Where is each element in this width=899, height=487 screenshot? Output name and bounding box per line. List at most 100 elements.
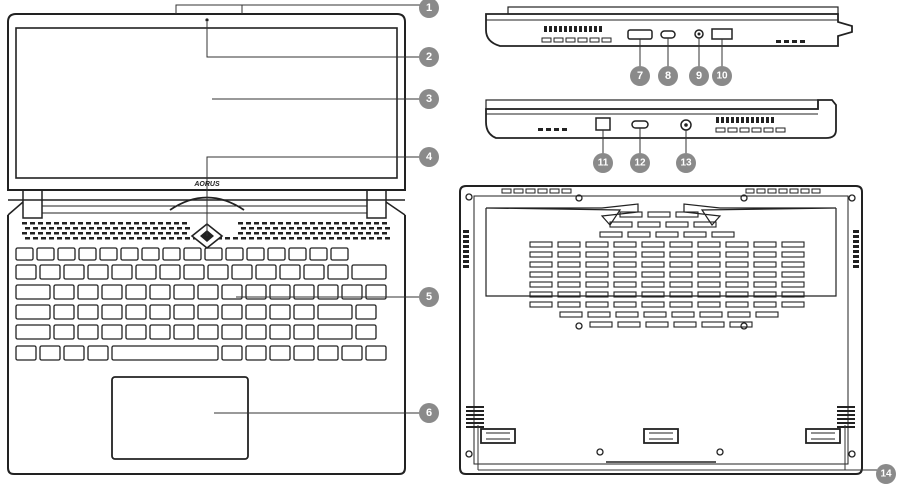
keyboard-key bbox=[63, 345, 85, 361]
callout-label: 12 bbox=[634, 158, 646, 169]
keyboard-key bbox=[39, 264, 61, 280]
right-hinge bbox=[366, 190, 387, 219]
grille-slot bbox=[30, 232, 35, 235]
side-vent-slot bbox=[463, 245, 469, 248]
speaker-slot bbox=[466, 418, 484, 420]
keyboard-key bbox=[15, 304, 51, 320]
grille-slot bbox=[281, 237, 286, 240]
bottom-vent-slot bbox=[781, 271, 805, 278]
keyboard-key bbox=[231, 264, 253, 280]
grille-slot bbox=[337, 237, 342, 240]
grille-slot bbox=[238, 222, 243, 225]
bottom-vent-slot bbox=[753, 281, 777, 288]
keyboard-key bbox=[159, 264, 181, 280]
speaker-slot bbox=[837, 418, 855, 420]
bottom-vent-slot bbox=[669, 241, 693, 248]
keyboard-key bbox=[269, 304, 291, 320]
grille-slot bbox=[382, 222, 387, 225]
keyboard-key bbox=[77, 324, 99, 340]
leader-4 bbox=[206, 156, 420, 236]
leader-2 bbox=[206, 22, 420, 58]
grille-slot bbox=[305, 227, 310, 230]
grille-slot bbox=[345, 227, 350, 230]
grille-slot bbox=[126, 222, 131, 225]
usb-c-port-left[interactable] bbox=[631, 120, 649, 129]
callout-label: 14 bbox=[880, 469, 892, 480]
vent-slot bbox=[766, 117, 769, 123]
keyboard-key bbox=[317, 284, 339, 300]
bottom-vent-slot bbox=[641, 241, 665, 248]
keyboard-key bbox=[293, 345, 315, 361]
bottom-vent-slot bbox=[641, 251, 665, 258]
grille-slot bbox=[38, 232, 43, 235]
bottom-vent-slot bbox=[669, 301, 693, 308]
grille-slot bbox=[289, 237, 294, 240]
edge-slot bbox=[745, 188, 755, 194]
bottom-vent-slot bbox=[557, 291, 581, 298]
bottom-vent-slot bbox=[615, 311, 639, 318]
bottom-vent-slot bbox=[683, 231, 707, 238]
grille-slot bbox=[294, 222, 299, 225]
vent-slot bbox=[721, 117, 724, 123]
grille-slot bbox=[254, 222, 259, 225]
bottom-vent-slot bbox=[781, 241, 805, 248]
keyboard-key bbox=[197, 284, 219, 300]
usb-c-port[interactable] bbox=[660, 30, 676, 39]
grille-slot bbox=[73, 237, 78, 240]
grille-slot bbox=[97, 227, 102, 230]
keyboard-key bbox=[39, 345, 61, 361]
right-side-view bbox=[485, 6, 853, 47]
usb-a-port[interactable] bbox=[711, 28, 733, 40]
keyboard-key bbox=[341, 345, 363, 361]
grille-slot bbox=[385, 237, 390, 240]
bottom-vent-slot bbox=[697, 241, 721, 248]
side-vent-slot bbox=[853, 235, 859, 238]
keyboard-key bbox=[120, 247, 139, 261]
bottom-vent-slot bbox=[557, 281, 581, 288]
audio-jack-inner bbox=[697, 32, 701, 36]
grille-slot bbox=[366, 232, 371, 235]
speaker-slot bbox=[466, 422, 484, 424]
lid-outer-frame bbox=[7, 13, 406, 191]
keyboard-key bbox=[149, 284, 171, 300]
hdmi-port[interactable] bbox=[627, 29, 653, 40]
keyboard-key bbox=[309, 247, 328, 261]
grille-slot bbox=[177, 237, 182, 240]
bottom-vent-slot bbox=[529, 271, 553, 278]
vent-slot bbox=[569, 26, 572, 32]
edge-slot bbox=[756, 188, 766, 194]
keyboard-key bbox=[15, 345, 37, 361]
side-vent-slot bbox=[853, 240, 859, 243]
rubber-foot-left bbox=[480, 428, 516, 444]
grille-slot bbox=[182, 222, 187, 225]
grille-slot bbox=[54, 232, 59, 235]
vent-slot bbox=[594, 26, 597, 32]
keyboard-key bbox=[101, 284, 123, 300]
ethernet-port[interactable] bbox=[595, 117, 611, 131]
callout-label: 3 bbox=[426, 93, 432, 105]
grille-slot bbox=[49, 227, 54, 230]
edge-slot bbox=[501, 188, 512, 194]
grille-slot bbox=[30, 222, 35, 225]
touchpad[interactable] bbox=[111, 376, 249, 460]
callout-label: 2 bbox=[426, 51, 432, 63]
keyboard-key bbox=[197, 324, 219, 340]
bottom-vent-slot bbox=[669, 251, 693, 258]
keyboard[interactable] bbox=[15, 247, 387, 361]
keyboard-key bbox=[173, 304, 195, 320]
grille-slot bbox=[358, 222, 363, 225]
bottom-vent-slot bbox=[619, 211, 643, 218]
bottom-vent-slot bbox=[755, 311, 779, 318]
grille-slot bbox=[169, 227, 174, 230]
bottom-vent-slot bbox=[781, 301, 805, 308]
callout-10: 10 bbox=[712, 66, 732, 86]
bottom-vent-slot bbox=[641, 301, 665, 308]
side-vent-slot bbox=[463, 230, 469, 233]
keyboard-key bbox=[327, 264, 349, 280]
keyboard-key bbox=[111, 264, 133, 280]
grille-slot bbox=[121, 237, 126, 240]
bottom-vent-slot bbox=[781, 281, 805, 288]
grille-slot bbox=[142, 232, 147, 235]
grille-slot bbox=[177, 227, 182, 230]
side-vent-slot bbox=[463, 235, 469, 238]
